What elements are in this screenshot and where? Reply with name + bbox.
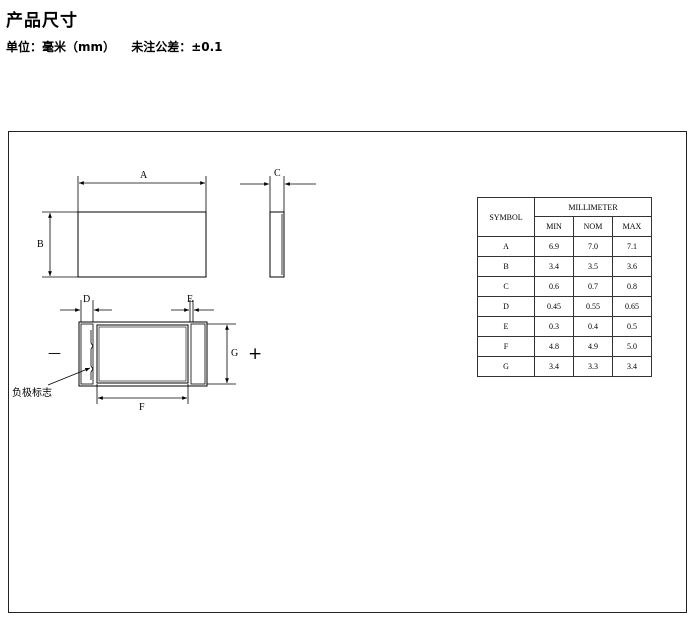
row-max: 7.1 — [612, 236, 652, 257]
row-nom: 7.0 — [573, 236, 613, 257]
dim-b-label: B — [37, 239, 44, 250]
row-max: 0.8 — [612, 276, 652, 297]
tolerance-label: 未注公差：±0.1 — [131, 40, 223, 54]
table-row: E 0.3 0.4 0.5 — [477, 316, 652, 337]
table-row: D 0.45 0.55 0.65 — [477, 296, 652, 317]
cathode-mark-leader — [47, 367, 91, 386]
dim-f-label: F — [139, 402, 145, 413]
table-row: G 3.4 3.3 3.4 — [477, 356, 652, 377]
row-max: 3.6 — [612, 256, 652, 277]
row-max: 3.4 — [612, 356, 652, 377]
row-min: 0.45 — [534, 296, 574, 317]
dim-d-label: D — [83, 294, 90, 305]
dim-e-label: E — [187, 294, 193, 305]
row-symbol: C — [477, 276, 535, 297]
page-title: 产品尺寸 — [6, 11, 78, 31]
drawing-frame — [8, 131, 687, 613]
table-row: F 4.8 4.9 5.0 — [477, 336, 652, 357]
row-max: 0.5 — [612, 316, 652, 337]
row-max: 0.65 — [612, 296, 652, 317]
nom-header: NOM — [573, 216, 613, 237]
row-symbol: G — [477, 356, 535, 377]
side-view-body — [269, 211, 285, 278]
table-row: C 0.6 0.7 0.8 — [477, 276, 652, 297]
row-nom: 3.3 — [573, 356, 613, 377]
dim-g-label: G — [231, 348, 238, 359]
row-max: 5.0 — [612, 336, 652, 357]
symbol-header: SYMBOL — [477, 197, 535, 237]
table-row: B 3.4 3.5 3.6 — [477, 256, 652, 277]
table-row: A 6.9 7.0 7.1 — [477, 236, 652, 257]
row-min: 4.8 — [534, 336, 574, 357]
bottom-inner-body — [96, 324, 189, 384]
row-symbol: F — [477, 336, 535, 357]
row-symbol: A — [477, 236, 535, 257]
top-view-body — [77, 211, 207, 278]
bottom-view-body — [78, 321, 208, 387]
row-min: 0.6 — [534, 276, 574, 297]
dim-a-label: A — [140, 170, 148, 181]
spec-subtitle: 单位：毫米（mm） 未注公差：±0.1 — [6, 38, 235, 55]
dim-c-label: C — [274, 168, 281, 179]
dimension-table: SYMBOL MILLIMETER MIN NOM MAX A 6.9 7.0 … — [477, 197, 652, 377]
row-min: 3.4 — [534, 256, 574, 277]
row-symbol: B — [477, 256, 535, 277]
row-nom: 4.9 — [573, 336, 613, 357]
row-nom: 0.55 — [573, 296, 613, 317]
row-min: 0.3 — [534, 316, 574, 337]
row-symbol: D — [477, 296, 535, 317]
cathode-pad — [80, 323, 94, 385]
row-min: 6.9 — [534, 236, 574, 257]
millimeter-header: MILLIMETER — [534, 197, 652, 217]
row-min: 3.4 — [534, 356, 574, 377]
minus-sign: — — [48, 346, 61, 361]
row-nom: 0.7 — [573, 276, 613, 297]
min-header: MIN — [534, 216, 574, 237]
row-nom: 0.4 — [573, 316, 613, 337]
unit-label: 单位：毫米（mm） — [6, 40, 116, 54]
row-nom: 3.5 — [573, 256, 613, 277]
max-header: MAX — [612, 216, 652, 237]
plus-sign: + — [248, 344, 262, 364]
cathode-mark-label: 负极标志 — [12, 386, 52, 399]
row-symbol: E — [477, 316, 535, 337]
anode-pad — [190, 323, 206, 385]
